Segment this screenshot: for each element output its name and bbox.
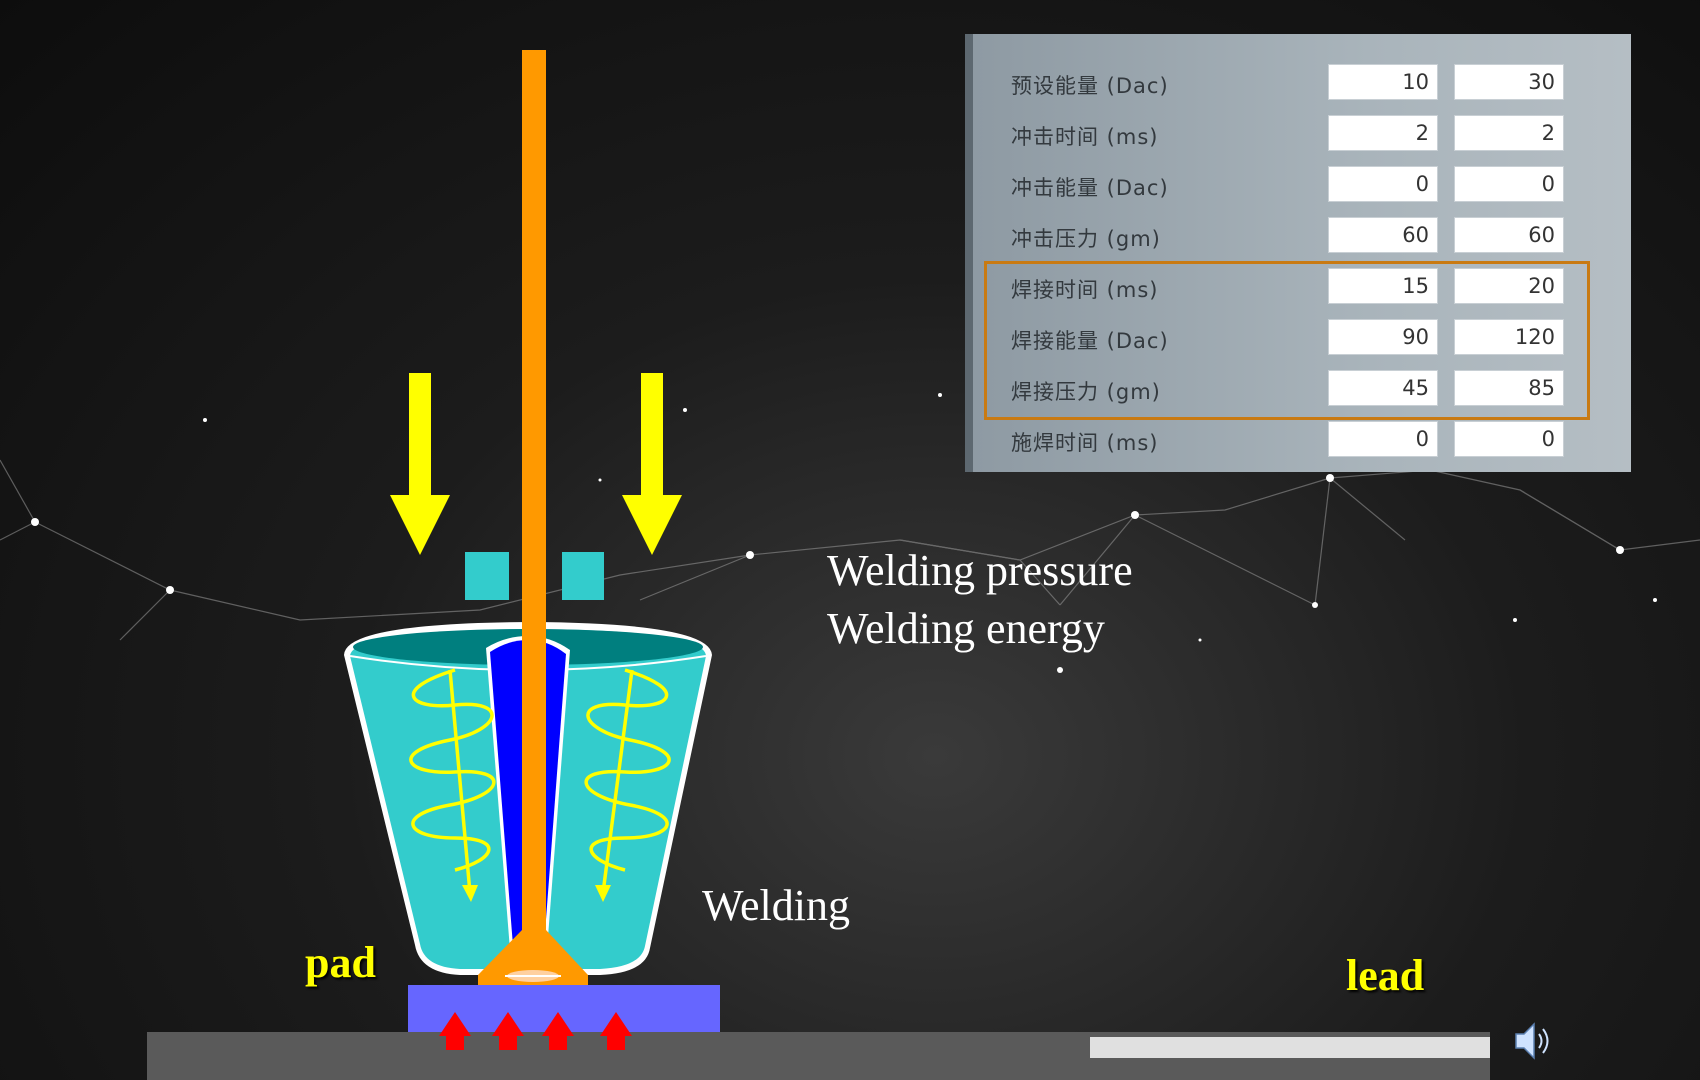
ultrasonic-block-right	[562, 552, 604, 600]
support-arrows	[439, 1012, 632, 1050]
param-label: 预设能量 (Dac)	[1011, 74, 1169, 98]
caption-welding: Welding	[702, 881, 850, 930]
param-row: 预设能量 (Dac) 10 30	[973, 62, 1631, 106]
param-row: 施焊时间 (ms) 0 0	[973, 419, 1631, 463]
welding-params-highlight	[984, 261, 1590, 420]
force-arrows	[390, 373, 682, 555]
param-label: 冲击能量 (Dac)	[1011, 176, 1169, 200]
label-pad: pad	[305, 938, 376, 987]
label-lead: lead	[1346, 951, 1425, 1000]
param-label: 焊接能量 (Dac)	[1011, 329, 1169, 353]
param-value-1[interactable]: 2	[1328, 115, 1438, 151]
param-value-1[interactable]: 60	[1328, 217, 1438, 253]
param-value-2[interactable]: 2	[1454, 115, 1564, 151]
param-row: 冲击能量 (Dac) 0 0	[973, 164, 1631, 208]
param-value-1[interactable]: 45	[1328, 370, 1438, 406]
param-value-1[interactable]: 90	[1328, 319, 1438, 355]
param-value-1[interactable]: 15	[1328, 268, 1438, 304]
bond-wire	[522, 50, 546, 950]
param-value-1[interactable]: 10	[1328, 64, 1438, 100]
param-row: 冲击时间 (ms) 2 2	[973, 113, 1631, 157]
param-value-2[interactable]: 20	[1454, 268, 1564, 304]
vibration-spiral-right	[584, 668, 671, 902]
parameter-panel: 预设能量 (Dac) 10 30 冲击时间 (ms) 2 2 冲击能量 (Dac…	[965, 34, 1631, 472]
param-label: 冲击时间 (ms)	[1011, 125, 1159, 149]
param-label: 冲击压力 (gm)	[1011, 227, 1161, 251]
param-row: 焊接时间 (ms) 15 20	[973, 266, 1631, 310]
param-value-1[interactable]: 0	[1328, 166, 1438, 202]
param-label: 焊接压力 (gm)	[1011, 380, 1161, 404]
param-value-2[interactable]: 60	[1454, 217, 1564, 253]
speaker-icon[interactable]	[1512, 1018, 1558, 1064]
param-row: 焊接能量 (Dac) 90 120	[973, 317, 1631, 361]
lead-bar	[1090, 1037, 1490, 1058]
param-value-2[interactable]: 85	[1454, 370, 1564, 406]
vibration-spiral-left	[409, 668, 496, 902]
caption-welding-pressure: Welding pressure	[827, 546, 1133, 595]
param-value-2[interactable]: 0	[1454, 166, 1564, 202]
param-value-2[interactable]: 120	[1454, 319, 1564, 355]
param-label: 焊接时间 (ms)	[1011, 278, 1159, 302]
param-value-2[interactable]: 30	[1454, 64, 1564, 100]
param-row: 焊接压力 (gm) 45 85	[973, 368, 1631, 412]
param-value-2[interactable]: 0	[1454, 421, 1564, 457]
param-row: 冲击压力 (gm) 60 60	[973, 215, 1631, 259]
caption-welding-energy: Welding energy	[827, 604, 1105, 653]
param-label: 施焊时间 (ms)	[1011, 431, 1159, 455]
bond-ball	[478, 930, 588, 975]
param-value-1[interactable]: 0	[1328, 421, 1438, 457]
ultrasonic-block-left	[465, 552, 509, 600]
